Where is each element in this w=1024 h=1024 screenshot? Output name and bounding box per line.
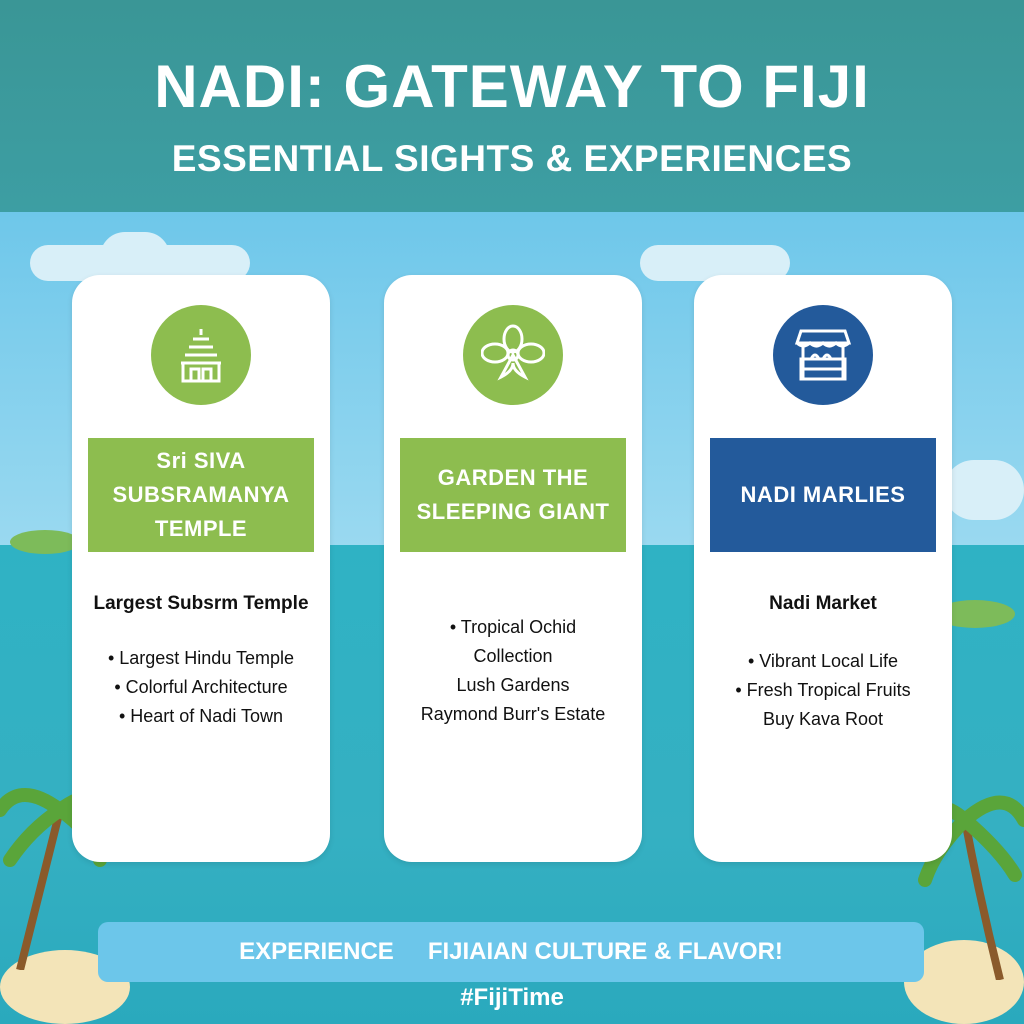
list-item: • Largest Hindu Temple (107, 648, 295, 668)
card-temple: Sri SIVA SUBSRAMANYA TEMPLE Largest Subs… (72, 275, 330, 862)
bullet-list: • Tropical Ochid Collection Lush Gardens… (384, 613, 642, 729)
page-title: NADI: GATEWAY TO FIJI (154, 53, 870, 120)
footer-banner: EXPERIENCE FIJIAIAN CULTURE & FLAVOR! (98, 922, 924, 982)
temple-icon (151, 305, 251, 405)
bullet-list: • Vibrant Local Life • Fresh Tropical Fr… (694, 647, 952, 734)
island (10, 530, 80, 554)
hashtag: #FijiTime (460, 984, 564, 1011)
banner-text-1: EXPERIENCE (239, 938, 394, 965)
card-market: NADI MARLIES Nadi Market • Vibrant Local… (694, 275, 952, 862)
list-item: • Vibrant Local Life (747, 651, 899, 671)
list-item: • Tropical Ochid (449, 617, 577, 637)
cloud (100, 232, 170, 282)
card-heading: Nadi Market (769, 593, 877, 614)
banner-text-2: FIJIAIAN CULTURE & FLAVOR! (427, 938, 783, 965)
list-item: • Colorful Architecture (114, 677, 288, 697)
list-item: Raymond Burr's Estate (420, 704, 606, 724)
cloud (944, 460, 1024, 520)
bullet-list: • Largest Hindu Temple • Colorful Archit… (72, 644, 330, 731)
list-item: • Heart of Nadi Town (118, 706, 284, 726)
card-title: GARDEN THE SLEEPING GIANT (400, 438, 626, 552)
card-title: Sri SIVA SUBSRAMANYA TEMPLE (88, 438, 314, 552)
list-item: Buy Kava Root (762, 709, 884, 729)
page-subtitle: ESSENTIAL SIGHTS & EXPERIENCES (171, 138, 853, 179)
orchid-icon (463, 305, 563, 405)
card-garden: GARDEN THE SLEEPING GIANT • Tropical Och… (384, 275, 642, 862)
list-item: • Fresh Tropical Fruits (735, 680, 911, 700)
card-title: NADI MARLIES (710, 438, 936, 552)
list-item: Lush Gardens (456, 675, 570, 695)
list-item: Collection (473, 646, 553, 666)
header: NADI: GATEWAY TO FIJI ESSENTIAL SIGHTS &… (0, 0, 1024, 212)
card-heading: Largest Subsrm Temple (93, 593, 309, 614)
beach (904, 940, 1024, 1024)
market-stall-icon (773, 305, 873, 405)
